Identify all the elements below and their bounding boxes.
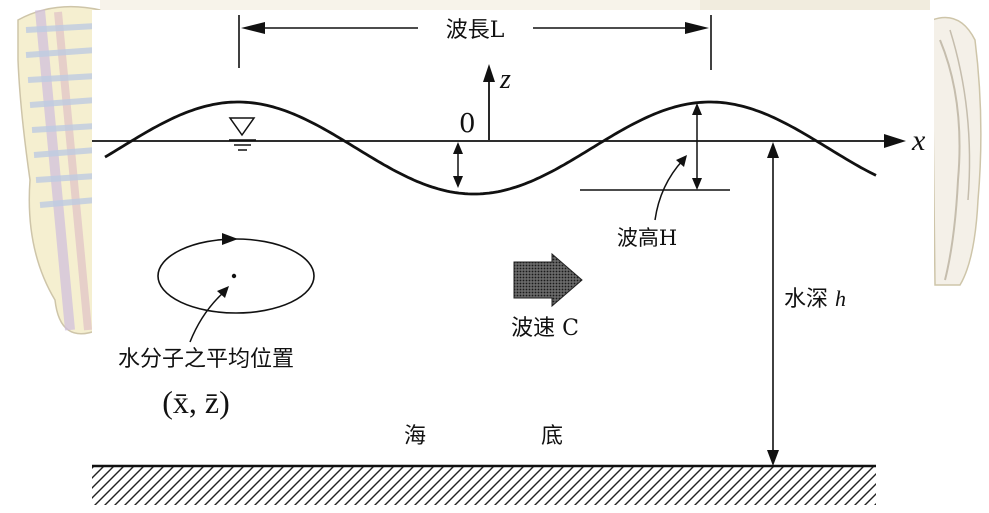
- diagram-panel: [92, 10, 934, 508]
- z-axis: [483, 64, 495, 140]
- seabed-label-1: 海: [404, 424, 426, 449]
- still-water-level-icon: [228, 117, 256, 151]
- mean-position-coords: (x̄, z̄): [162, 384, 230, 420]
- seabed-label-2: 底: [541, 424, 563, 449]
- seabed: [92, 464, 876, 505]
- wave-height-label: 波高H: [617, 226, 677, 250]
- wavelength-dimension: [238, 15, 712, 70]
- trough-amplitude-arrow: [453, 142, 463, 188]
- wavelength-label: 波長L: [446, 18, 505, 43]
- x-axis: [92, 134, 906, 148]
- mean-position-label: 水分子之平均位置: [118, 347, 294, 372]
- z-axis-label: z: [499, 64, 511, 95]
- origin-label: 0: [459, 109, 476, 139]
- water-depth-label: 水深 h: [784, 286, 846, 312]
- background-top-strip: [100, 0, 930, 12]
- background-illustration-left: [17, 5, 101, 335]
- x-axis-label: x: [911, 124, 926, 157]
- water-depth-dimension: [767, 142, 779, 466]
- wave-profile: [104, 100, 877, 196]
- wave-speed-label: 波速 C: [511, 316, 579, 341]
- wave-speed-arrow-icon: [513, 252, 583, 308]
- wave-height-dimension: [580, 103, 730, 221]
- particle-orbit: [157, 233, 315, 343]
